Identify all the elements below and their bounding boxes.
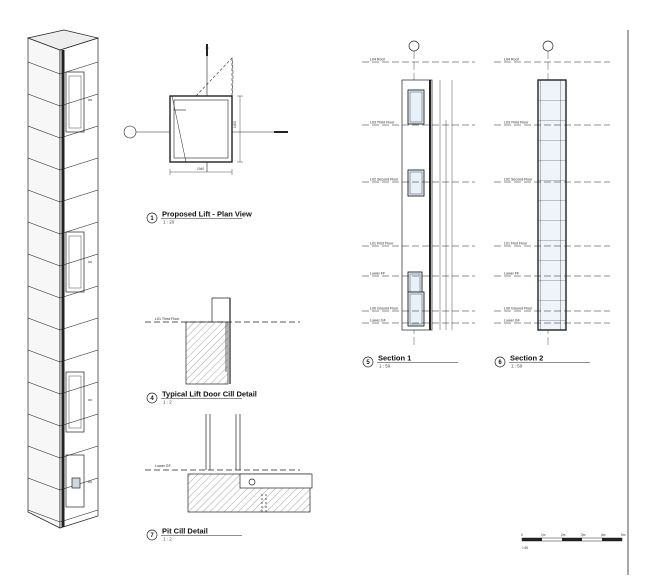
view-number: 4: [150, 396, 154, 402]
section-2-level-label: L00 Ground Floor: [504, 307, 533, 311]
pit-level-label: Lower GF: [155, 464, 172, 468]
shaft-rung: [27, 221, 61, 235]
view-number-bubble: [494, 356, 506, 368]
lift-3d-door: [65, 71, 85, 508]
view-number: 7: [150, 533, 154, 539]
shaft-rung: [27, 349, 61, 363]
scale-bar-tick: 4m: [601, 533, 606, 537]
section-1-level-label: L03 Third Floor: [370, 121, 395, 125]
section-2-level-label: L02 Second Floor: [504, 178, 533, 182]
view-title-5: 5 Section 11 : 50: [362, 354, 458, 369]
pit-detail: [145, 414, 313, 513]
section-1-level-label: L02 Second Floor: [370, 178, 399, 182]
section-1-door-frame: [409, 293, 423, 325]
shaft-rung: [27, 477, 61, 491]
scale-bar-tick: 0: [521, 533, 523, 537]
section-1-door: [407, 291, 425, 327]
shaft-rung: [27, 253, 61, 267]
view-scale-text: 1 : 2: [163, 537, 172, 542]
scale-bar-tick: 2m: [561, 533, 566, 537]
scale-bar-tick: 1m: [541, 533, 546, 537]
section-2: [537, 40, 567, 345]
section-2-level-label: Lower GF: [504, 319, 521, 323]
view-title-6: 6 Section 21 : 50: [494, 354, 590, 369]
view-title-text: Section 2: [510, 354, 543, 363]
shaft-rung: [27, 413, 61, 427]
section-1-level-label: Lower FF: [370, 272, 386, 276]
shaft-rung: [59, 189, 99, 203]
view-scale-text: 1 : 50: [379, 364, 391, 369]
cill-detail: [145, 297, 300, 385]
plan-dim-depth: 1400: [233, 121, 237, 128]
view-number: 5: [366, 360, 370, 366]
shaft-rung: [27, 125, 61, 139]
scale-bar-tick: 3m: [581, 533, 586, 537]
section-1-level-label: L04 Roof: [370, 58, 385, 62]
section-1-door-frame: [409, 91, 423, 123]
view-scale-text: 1 : 2: [163, 400, 172, 405]
view-number-bubble: [146, 392, 158, 404]
shaft-rung: [27, 157, 61, 171]
shaft-rung: [27, 317, 61, 331]
view-number: 6: [498, 360, 502, 366]
section-1: [401, 40, 453, 345]
shaft-rung: [59, 157, 99, 171]
view-number-bubble: [362, 356, 374, 368]
view-title-text: Section 1: [378, 354, 411, 363]
section-1-door-frame: [409, 171, 423, 195]
shaft-rung: [59, 349, 99, 363]
shaft-rung: [27, 61, 61, 75]
shaft-rung: [59, 317, 99, 331]
section-1-door: [407, 89, 425, 125]
shaft-rung: [27, 445, 61, 459]
cill-level-label: L01 Third Floor: [155, 317, 180, 321]
view-title-text: Proposed Lift - Plan View: [162, 210, 252, 219]
view-title-text: Typical Lift Door Cill Detail: [162, 390, 257, 399]
scale-bar-label: 1:50: [522, 546, 528, 550]
section-2-level-label: L04 Roof: [504, 58, 519, 62]
view-number-bubble: [146, 212, 158, 224]
lift-3d-view: [26, 29, 100, 529]
section-2-level-label: L03 Third Floor: [504, 121, 529, 125]
section-1-level-label: L01 First Floor: [370, 242, 394, 246]
shaft-rung: [27, 381, 61, 395]
shaft-rung: [27, 93, 61, 107]
scale-bar-tick: 5m: [621, 533, 626, 537]
plan-view: [123, 44, 288, 175]
view-number: 1: [150, 216, 154, 222]
plan-dim-width: 1940: [197, 167, 204, 171]
view-number-bubble: [146, 529, 158, 541]
shaft-rung: [27, 285, 61, 299]
view-scale-text: 1 : 20: [163, 220, 175, 225]
section-2-level-label: L01 First Floor: [504, 242, 528, 246]
shaft-rung: [27, 189, 61, 203]
shaft-rung: [59, 509, 99, 523]
shaft-rung: [27, 509, 61, 523]
view-scale-text: 1 : 50: [511, 364, 523, 369]
scale-bar: 0 1m 2m 3m 4m 5m 1:50: [521, 533, 626, 550]
section-2-level-label: Lower FF: [504, 272, 520, 276]
section-1-level-label: L00 Ground Floor: [370, 307, 399, 311]
section-1-level-label: Lower GF: [370, 319, 387, 323]
view-title-text: Pit Cill Detail: [162, 527, 208, 536]
section-1-door: [407, 169, 425, 197]
